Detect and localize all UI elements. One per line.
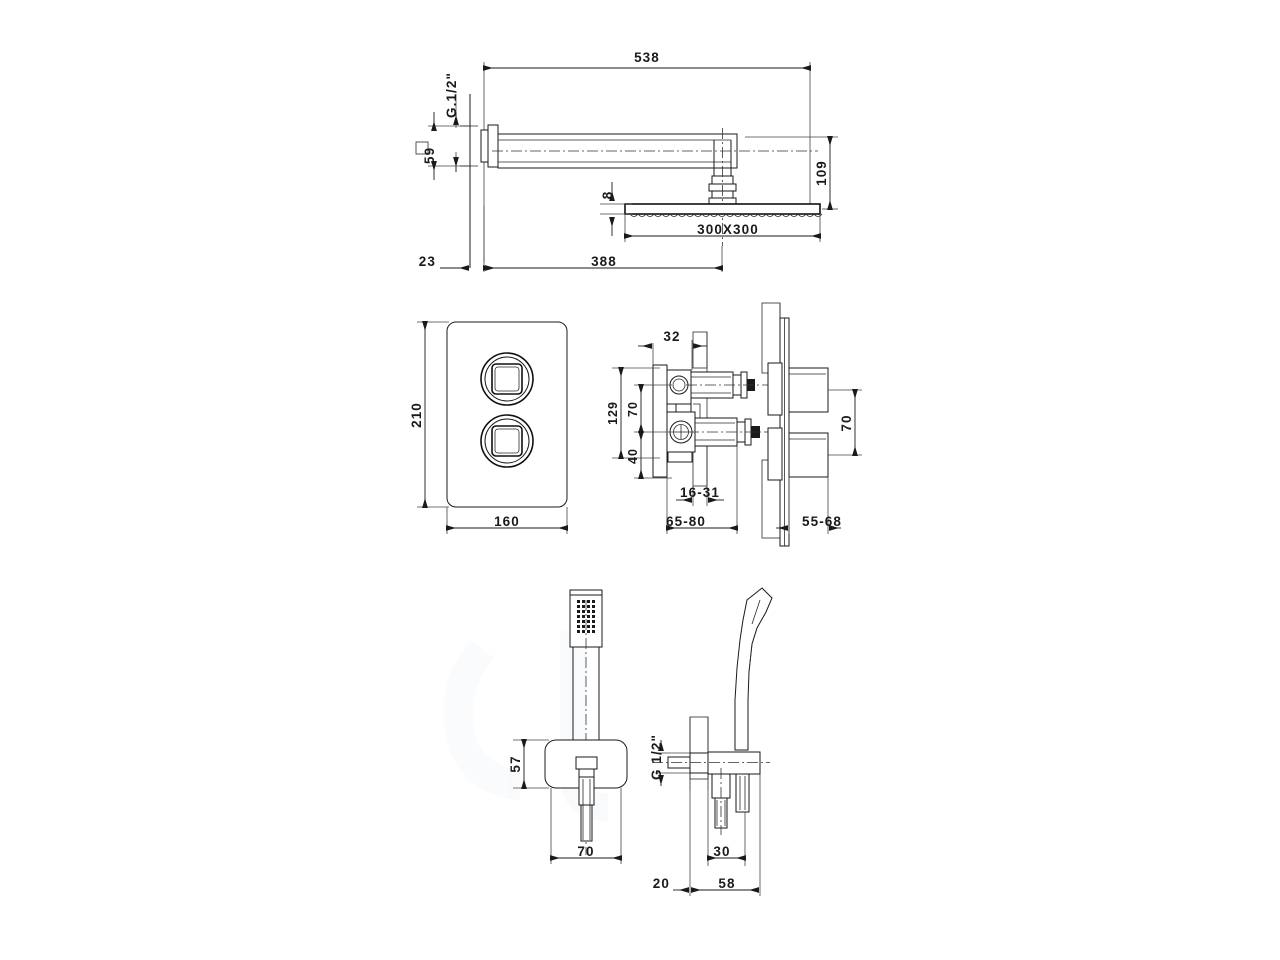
dim-label-538: 538 (634, 50, 660, 65)
dimension-8: 8 (600, 182, 632, 236)
dim-label-57: 57 (508, 755, 523, 772)
dimension-23: 23 (419, 254, 496, 271)
dimension-40: 40 (626, 431, 672, 479)
shower-head-nozzles (629, 213, 823, 217)
shower-head-body (624, 203, 821, 215)
dim-label-388: 388 (591, 254, 617, 269)
view-handshower-side: G 1/2" 30 20 58 (649, 587, 773, 896)
handshower-outlet-side (711, 768, 731, 835)
dim-label-70-bracket: 70 (577, 844, 594, 859)
handshower-outlet-front (575, 756, 598, 842)
dim-label-65-80: 65-80 (666, 514, 706, 529)
dimension-16-31: 16-31 (676, 485, 724, 506)
view-valve-body: 32 (606, 329, 775, 534)
dim-label-23: 23 (419, 254, 436, 269)
dim-label-g12-hand: G 1/2" (649, 734, 664, 780)
valve-mounting-flange (652, 364, 668, 478)
dimension-30: 30 (707, 790, 746, 866)
valve-interconnect (667, 403, 701, 463)
spray-nozzle-grid (577, 600, 595, 633)
dimension-129: 129 (606, 367, 660, 459)
faceplate-handle-upper (480, 352, 534, 406)
valve-cartridge-lower (666, 411, 775, 453)
faceplate-handle-lower (480, 414, 534, 468)
dimension-55-68: 55-68 (776, 477, 842, 534)
view-handshower-front: 57 70 (508, 589, 628, 864)
wall-hatch-side (761, 302, 781, 539)
dim-label-20: 20 (653, 876, 670, 891)
dim-label-129: 129 (606, 401, 620, 425)
valve-cartridge-upper (666, 369, 772, 405)
handshower-silhouette-side (734, 587, 773, 751)
view-valve-side: 70 55-68 (761, 302, 862, 547)
dim-label-55-68: 55-68 (802, 514, 842, 529)
dimension-109: 109 (745, 136, 838, 210)
dim-label-30: 30 (713, 844, 730, 859)
dimension-388: 388 (483, 206, 723, 272)
handshower-bracket-side (652, 751, 770, 775)
dim-label-g12-arm: G.1/2" (444, 72, 459, 118)
dim-label-210: 210 (409, 402, 424, 428)
dimension-65-80: 65-80 (666, 446, 738, 534)
square-symbol-icon (415, 141, 429, 155)
handshower-spray-head (569, 589, 603, 648)
dim-label-70-side: 70 (839, 414, 854, 431)
dim-label-8: 8 (600, 191, 615, 200)
dim-label-16-31: 16-31 (680, 485, 720, 500)
dimension-300x300: 300X300 (624, 214, 821, 242)
dim-label-58: 58 (718, 876, 735, 891)
dim-label-59: 59 (422, 147, 437, 164)
wall-and-plate (460, 94, 478, 268)
dim-label-40: 40 (626, 448, 640, 464)
spray-head-body (569, 589, 603, 648)
wall-section-hatch (692, 331, 708, 487)
dim-label-160: 160 (494, 514, 520, 529)
dim-label-70-valve: 70 (626, 401, 640, 417)
dim-label-109: 109 (814, 160, 829, 186)
dimension-210: 210 (409, 321, 449, 508)
dimension-70-side: 70 (828, 389, 862, 456)
dimension-32: 32 (638, 329, 707, 372)
dimension-g12-hand: G 1/2" (649, 734, 690, 786)
shower-arm-assembly (480, 124, 738, 246)
dim-label-300x300: 300X300 (697, 222, 759, 237)
dimension-538: 538 (483, 50, 811, 262)
dimension-20: 20 (653, 790, 691, 896)
handle-profile-upper (767, 362, 829, 416)
dimension-70-bracket: 70 (550, 788, 622, 864)
dim-label-32: 32 (663, 329, 680, 344)
dimension-g12-arm: G.1/2" (444, 72, 459, 172)
handle-profile-lower (767, 427, 829, 481)
dimension-58: 58 (691, 774, 761, 896)
handshower-shank-side (735, 773, 750, 813)
view-faceplate: 210 160 (409, 321, 568, 534)
view-shower-arm-head: 538 G.1/2" 59 (415, 50, 838, 272)
dimension-160: 160 (446, 507, 568, 534)
dimension-57: 57 (508, 739, 549, 789)
dimension-59: 59 (415, 112, 470, 180)
rain-shower-head (624, 203, 823, 217)
